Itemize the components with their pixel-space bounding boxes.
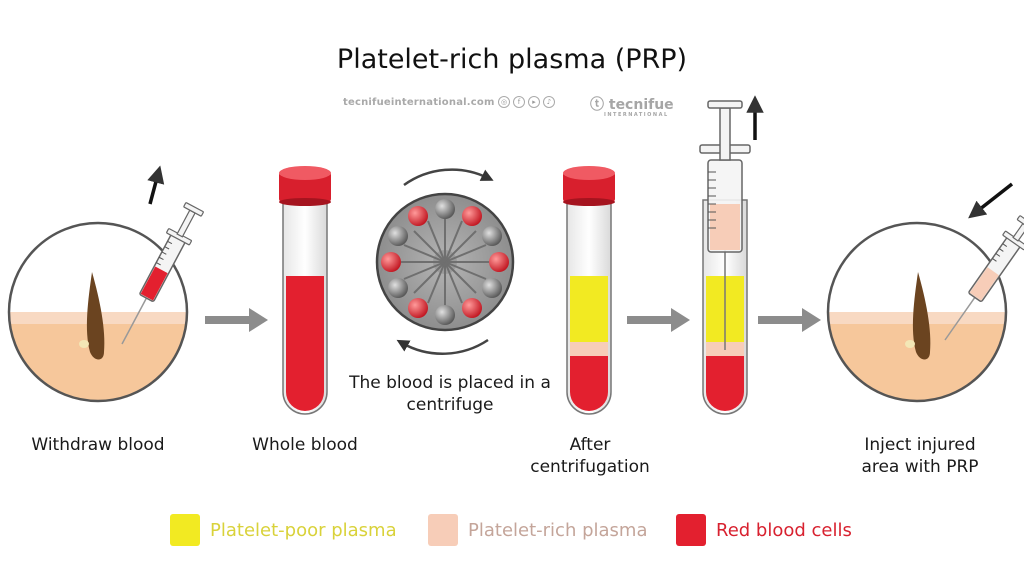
skin-circle-inject: [826, 221, 1008, 403]
legend-swatch: [170, 514, 200, 546]
step-label-withdraw: Withdraw blood: [31, 435, 165, 455]
step-label-centrifuge: The blood is placed in a centrifuge: [349, 373, 551, 415]
hair-follicle-icon: [912, 272, 931, 360]
whole-blood-tube: [279, 166, 331, 415]
centrifuge: [375, 168, 515, 355]
step-label-inject: Inject injured area with PRP: [861, 435, 979, 477]
facebook-icon: f: [513, 96, 525, 108]
down-arrow-icon: [968, 182, 1014, 219]
legend-swatch: [428, 514, 458, 546]
legend-swatch: [676, 514, 706, 546]
flow-arrow-icon: [758, 308, 821, 332]
flow-arrow-icon: [627, 308, 690, 332]
legend-item-platelet-poor: Platelet-poor plasma: [170, 514, 397, 546]
instagram-icon: ◎: [498, 96, 510, 108]
step-label-whole-blood: Whole blood: [252, 435, 358, 455]
page-title: Platelet-rich plasma (PRP): [336, 44, 688, 75]
step-label-after-centrifugation: After centrifugation: [530, 435, 650, 477]
legend-item-platelet-rich: Platelet-rich plasma: [428, 514, 647, 546]
hair-follicle-icon: [86, 272, 105, 360]
social-icons: ◎ f ▸ ♪: [498, 96, 555, 108]
legend-item-red-blood-cells: Red blood cells: [676, 514, 852, 546]
flow-arrows: [205, 308, 821, 332]
rotation-arrow-icon: [396, 338, 489, 355]
prp-extraction-tube: [699, 95, 764, 415]
youtube-icon: ▸: [528, 96, 540, 108]
syringe-inject: [944, 215, 1024, 341]
skin-circle-withdraw: [7, 221, 189, 403]
tiktok-icon: ♪: [543, 96, 555, 108]
flow-arrow-icon: [205, 308, 268, 332]
legend-label: Platelet-poor plasma: [210, 519, 397, 541]
rotation-arrow-icon: [403, 168, 494, 187]
legend-label: Platelet-rich plasma: [468, 519, 648, 541]
website-watermark: tecnifueinternational.com: [343, 97, 495, 108]
legend-label: Red blood cells: [716, 519, 852, 541]
up-arrow-icon: [147, 165, 165, 205]
separated-blood-tube: [563, 166, 615, 415]
syringe-withdraw: [121, 202, 204, 345]
